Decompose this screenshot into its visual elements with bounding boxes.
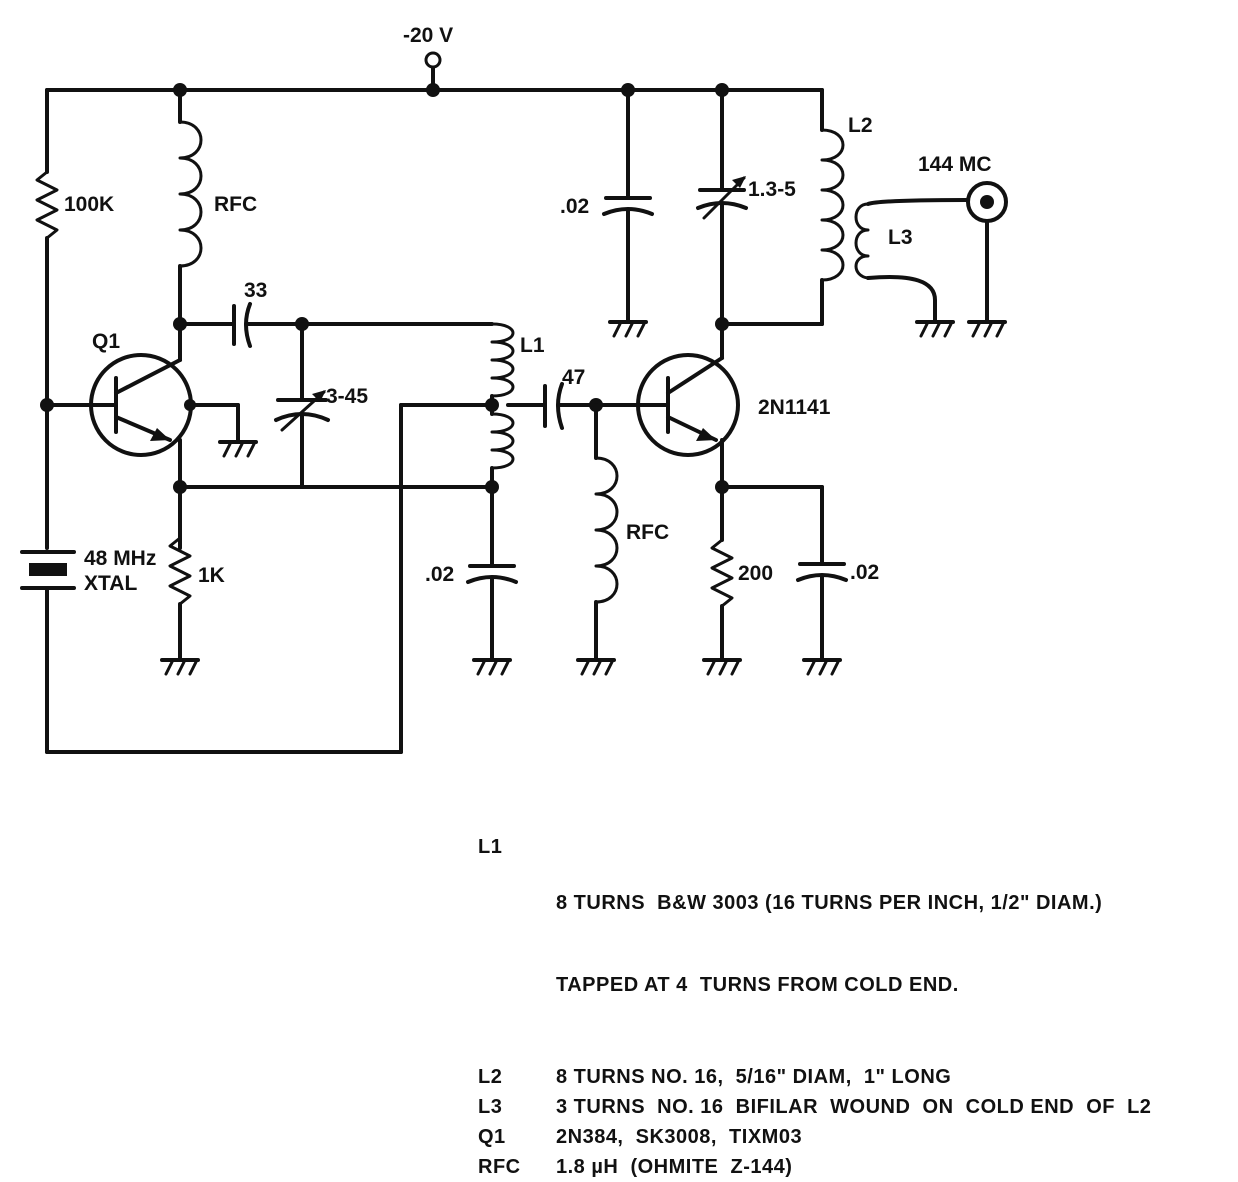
- trimmer-3-45: [274, 322, 330, 489]
- q2-type-label: 2N1141: [758, 396, 831, 419]
- capacitor-33-label: 33: [244, 279, 267, 302]
- trimmer-1-3-5-label: 1.3-5: [748, 178, 796, 201]
- capacitor-002-mid-label: .02: [425, 563, 454, 586]
- part-line: 3 TURNS NO. 16 BIFILAR WOUND ON COLD END…: [556, 1096, 1152, 1118]
- resistor-1k-label: 1K: [198, 564, 225, 587]
- trimmer-3-45-label: 3-45: [326, 385, 368, 408]
- transistor-q2: [636, 353, 740, 542]
- parts-list-row: L1 8 TURNS B&W 3003 (16 TURNS PER INCH, …: [478, 832, 1151, 1062]
- l1-label: L1: [520, 334, 545, 357]
- trimmer-1-3-5: [696, 88, 748, 360]
- rfc-mid-label: RFC: [626, 521, 669, 544]
- part-line: 8 TURNS NO. 16, 5/16" DIAM, 1" LONG: [556, 1066, 952, 1088]
- resistor-1k: [168, 485, 192, 662]
- resistor-200: [710, 538, 734, 662]
- part-line: 1.8 µH (OHMITE Z-144): [556, 1156, 793, 1178]
- part-line: TAPPED AT 4 TURNS FROM COLD END.: [556, 974, 959, 996]
- ground-output: [967, 320, 1007, 338]
- part-key: L2: [478, 1066, 503, 1088]
- part-line: 2N384, SK3008, TIXM03: [556, 1126, 803, 1148]
- l3-label: L3: [888, 226, 913, 249]
- rfc-mid-choke: [594, 403, 619, 662]
- part-description: 8 TURNS B&W 3003 (16 TURNS PER INCH, 1/2…: [556, 832, 1102, 1062]
- capacitor-47: [543, 382, 644, 430]
- parts-list: L1 8 TURNS B&W 3003 (16 TURNS PER INCH, …: [478, 832, 1151, 1182]
- q1-label: Q1: [92, 330, 120, 353]
- parts-list-row: L2 8 TURNS NO. 16, 5/16" DIAM, 1" LONG: [478, 1062, 1151, 1092]
- l2-label: L2: [848, 114, 873, 137]
- resistor-100k-label: 100K: [64, 193, 114, 216]
- capacitor-002-top-label: .02: [560, 195, 589, 218]
- coil-l2: [720, 88, 845, 326]
- oscillator-multiplier-schematic: -20 V 100K 48 MHz XTAL RFC 33: [20, 24, 1008, 754]
- rfc-top-choke: [173, 88, 203, 362]
- ground-top-cap: [608, 320, 648, 338]
- parts-list-row: Q1 2N384, SK3008, TIXM03: [478, 1122, 1151, 1152]
- transistor-q1: [45, 353, 240, 550]
- coil-l3: [854, 198, 968, 324]
- rfc-top-label: RFC: [214, 193, 257, 216]
- part-key: RFC: [478, 1156, 521, 1178]
- parts-list-row: RFC 1.8 µH (OHMITE Z-144): [478, 1152, 1151, 1182]
- capacitor-002-right-label: .02: [850, 561, 879, 584]
- crystal: [20, 403, 494, 754]
- capacitor-002-mid: [466, 485, 518, 662]
- resistor-100k: [35, 88, 59, 550]
- parts-list-row: L3 3 TURNS NO. 16 BIFILAR WOUND ON COLD …: [478, 1092, 1151, 1122]
- capacitor-002-top: [602, 88, 654, 324]
- part-key: Q1: [478, 1126, 506, 1148]
- ground-rfc-mid: [576, 658, 616, 676]
- ground-1k: [160, 658, 200, 676]
- ground-l3: [915, 320, 955, 338]
- capacitor-33: [178, 302, 494, 348]
- output-connector: [966, 181, 1008, 324]
- ground-mid-cap: [472, 658, 512, 676]
- part-line: 8 TURNS B&W 3003 (16 TURNS PER INCH, 1/2…: [556, 892, 1103, 914]
- capacitor-47-label: 47: [562, 366, 585, 389]
- crystal-frequency-label: 48 MHz: [84, 547, 156, 570]
- resistor-200-label: 200: [738, 562, 773, 585]
- supply-voltage-label: -20 V: [403, 24, 453, 47]
- part-key: L3: [478, 1096, 503, 1118]
- crystal-label: XTAL: [84, 572, 137, 595]
- coil-l1: [485, 322, 547, 494]
- ground-200: [702, 658, 742, 676]
- ground-q1-case: [218, 440, 258, 458]
- output-frequency-label: 144 MC: [918, 153, 992, 176]
- ground-right-cap: [802, 658, 842, 676]
- capacitor-002-right: [720, 485, 848, 662]
- part-key: L1: [478, 836, 503, 858]
